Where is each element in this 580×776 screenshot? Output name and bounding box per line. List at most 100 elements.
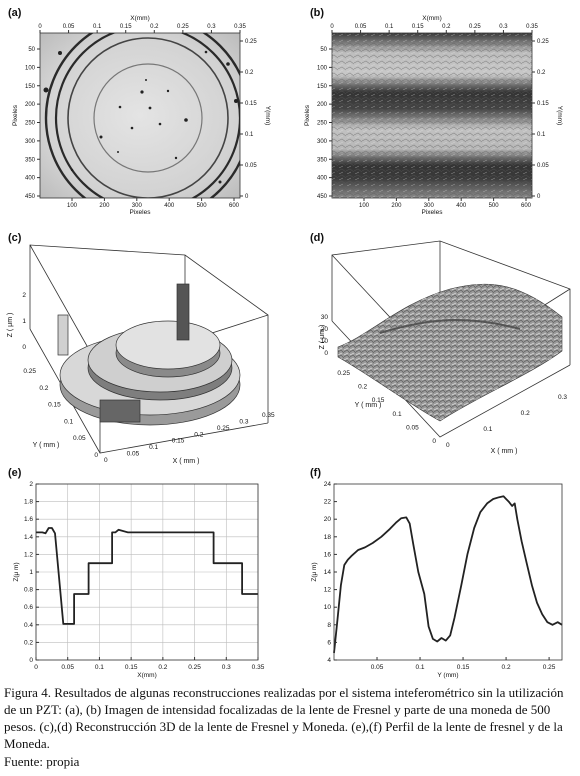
figure-caption: Figura 4. Resultados de algunas reconstr… (4, 685, 564, 751)
x-tick-label: 0.3 (239, 418, 248, 425)
panel-d-label: (d) (310, 232, 325, 244)
x-top-tick-label: 0.35 (526, 24, 538, 30)
figure-source: Fuente: propia (4, 754, 80, 769)
y-tick-label: 0.25 (337, 370, 350, 377)
x-tick-label: 0.15 (457, 664, 470, 671)
z-tick-label: 0 (324, 350, 328, 357)
x-top-tick-label: 0 (330, 24, 334, 30)
x-tick-label: 0.35 (262, 412, 275, 419)
plot-frame (333, 483, 563, 661)
y-tick-label: 0.25 (23, 368, 36, 375)
x-tick-label: 0.2 (521, 410, 530, 417)
x-top-tick-label: 0.05 (63, 24, 75, 30)
z-tick-label: 0 (22, 344, 26, 351)
x-bottom-axis-title: Pixeles (130, 209, 152, 216)
x-tick-label: 0.25 (217, 425, 230, 432)
y-tick-label: 0.15 (48, 402, 61, 409)
x-tick-label: 0.15 (125, 664, 138, 671)
y-tick-label: 0.15 (372, 397, 385, 404)
x-tick-label: 0.25 (543, 664, 556, 671)
y-right-tick-label: 0.05 (537, 163, 549, 169)
y-left-tick-label: 150 (25, 84, 36, 90)
y-left-tick-label: 200 (317, 102, 328, 108)
y-right-tick-label: 0.1 (537, 132, 546, 138)
y-tick-label: 0 (94, 452, 98, 459)
x-tick-label: 0 (446, 442, 450, 449)
y-tick-label: 0.05 (406, 424, 419, 431)
x-top-axis-title: X(mm) (422, 15, 442, 22)
y-tick-label: 1.2 (24, 551, 33, 558)
y-right-tick-label: 0.1 (245, 132, 254, 138)
x-tick-label: 0.25 (188, 664, 201, 671)
x-tick-label: 0.1 (416, 664, 425, 671)
x-axis-title: Y (mm) (437, 672, 458, 679)
x-bottom-tick-label: 200 (391, 203, 402, 209)
y-tick-label: 0.1 (393, 411, 402, 418)
y-left-tick-label: 100 (317, 65, 328, 71)
x-tick-label: 0.3 (222, 664, 231, 671)
y-tick-label: 20 (324, 516, 332, 523)
y-left-tick-label: 400 (25, 176, 36, 182)
x-axis-title: X ( mm ) (491, 448, 518, 455)
y-left-tick-label: 150 (317, 84, 328, 90)
panel-f-label: (f) (310, 467, 321, 479)
panel-b-label: (b) (310, 7, 325, 19)
x-tick-label: 0.3 (558, 394, 567, 401)
y-right-tick-label: 0.15 (245, 101, 257, 107)
panel-e-label: (e) (8, 467, 22, 479)
x-bottom-tick-label: 300 (132, 203, 143, 209)
y-axis-title: Y ( mm ) (33, 442, 60, 449)
x-top-tick-label: 0.2 (150, 24, 159, 30)
y-right-tick-label: 0 (537, 194, 541, 200)
x-top-tick-label: 0.05 (355, 24, 367, 30)
y-left-tick-label: 50 (320, 47, 327, 53)
x-top-tick-label: 0.15 (412, 24, 424, 30)
x-axis-title: X ( mm ) (173, 458, 200, 465)
x-tick-label: 0 (34, 664, 38, 671)
y-tick-label: 10 (324, 604, 332, 611)
y-right-tick-label: 0.2 (245, 70, 254, 76)
y-tick-label: 0.6 (24, 604, 33, 611)
y-left-tick-label: 250 (317, 121, 328, 127)
x-top-tick-label: 0 (38, 24, 42, 30)
z-tick-label: 2 (22, 292, 26, 299)
x-tick-label: 0.35 (252, 664, 265, 671)
y-right-axis-title: Y(mm) (556, 106, 563, 126)
x-bottom-tick-label: 600 (229, 203, 240, 209)
y-left-tick-label: 300 (317, 139, 328, 145)
y-tick-label: 0.2 (24, 639, 33, 646)
x-top-tick-label: 0.1 (93, 24, 102, 30)
x-bottom-tick-label: 200 (99, 203, 110, 209)
y-left-tick-label: 200 (25, 102, 36, 108)
x-axis-title: X(mm) (137, 672, 157, 679)
y-tick-label: 4 (327, 657, 331, 664)
y-left-tick-label: 400 (317, 176, 328, 182)
y-tick-label: 0.8 (24, 587, 33, 594)
y-tick-label: 0.1 (64, 418, 73, 425)
x-tick-label: 0.05 (371, 664, 384, 671)
y-tick-label: 1 (29, 569, 33, 576)
y-right-tick-label: 0.25 (245, 39, 257, 45)
x-bottom-tick-label: 500 (197, 203, 208, 209)
y-tick-label: 0.2 (358, 384, 367, 391)
y-tick-label: 2 (29, 481, 33, 488)
x-top-tick-label: 0.2 (442, 24, 451, 30)
y-tick-label: 0.2 (39, 385, 48, 392)
y-tick-label: 18 (324, 534, 332, 541)
y-axis-title: Z(μ m) (13, 562, 20, 581)
y-tick-label: 12 (324, 587, 332, 594)
x-bottom-tick-label: 100 (359, 203, 370, 209)
y-left-axis-title: Pixeles (12, 104, 19, 126)
y-tick-label: 6 (327, 639, 331, 646)
x-top-tick-label: 0.25 (177, 24, 189, 30)
x-tick-label: 0.2 (502, 664, 511, 671)
x-top-tick-label: 0.35 (234, 24, 246, 30)
x-tick-label: 0.05 (127, 451, 140, 458)
panel-a-label: (a) (8, 7, 22, 19)
y-left-tick-label: 300 (25, 139, 36, 145)
